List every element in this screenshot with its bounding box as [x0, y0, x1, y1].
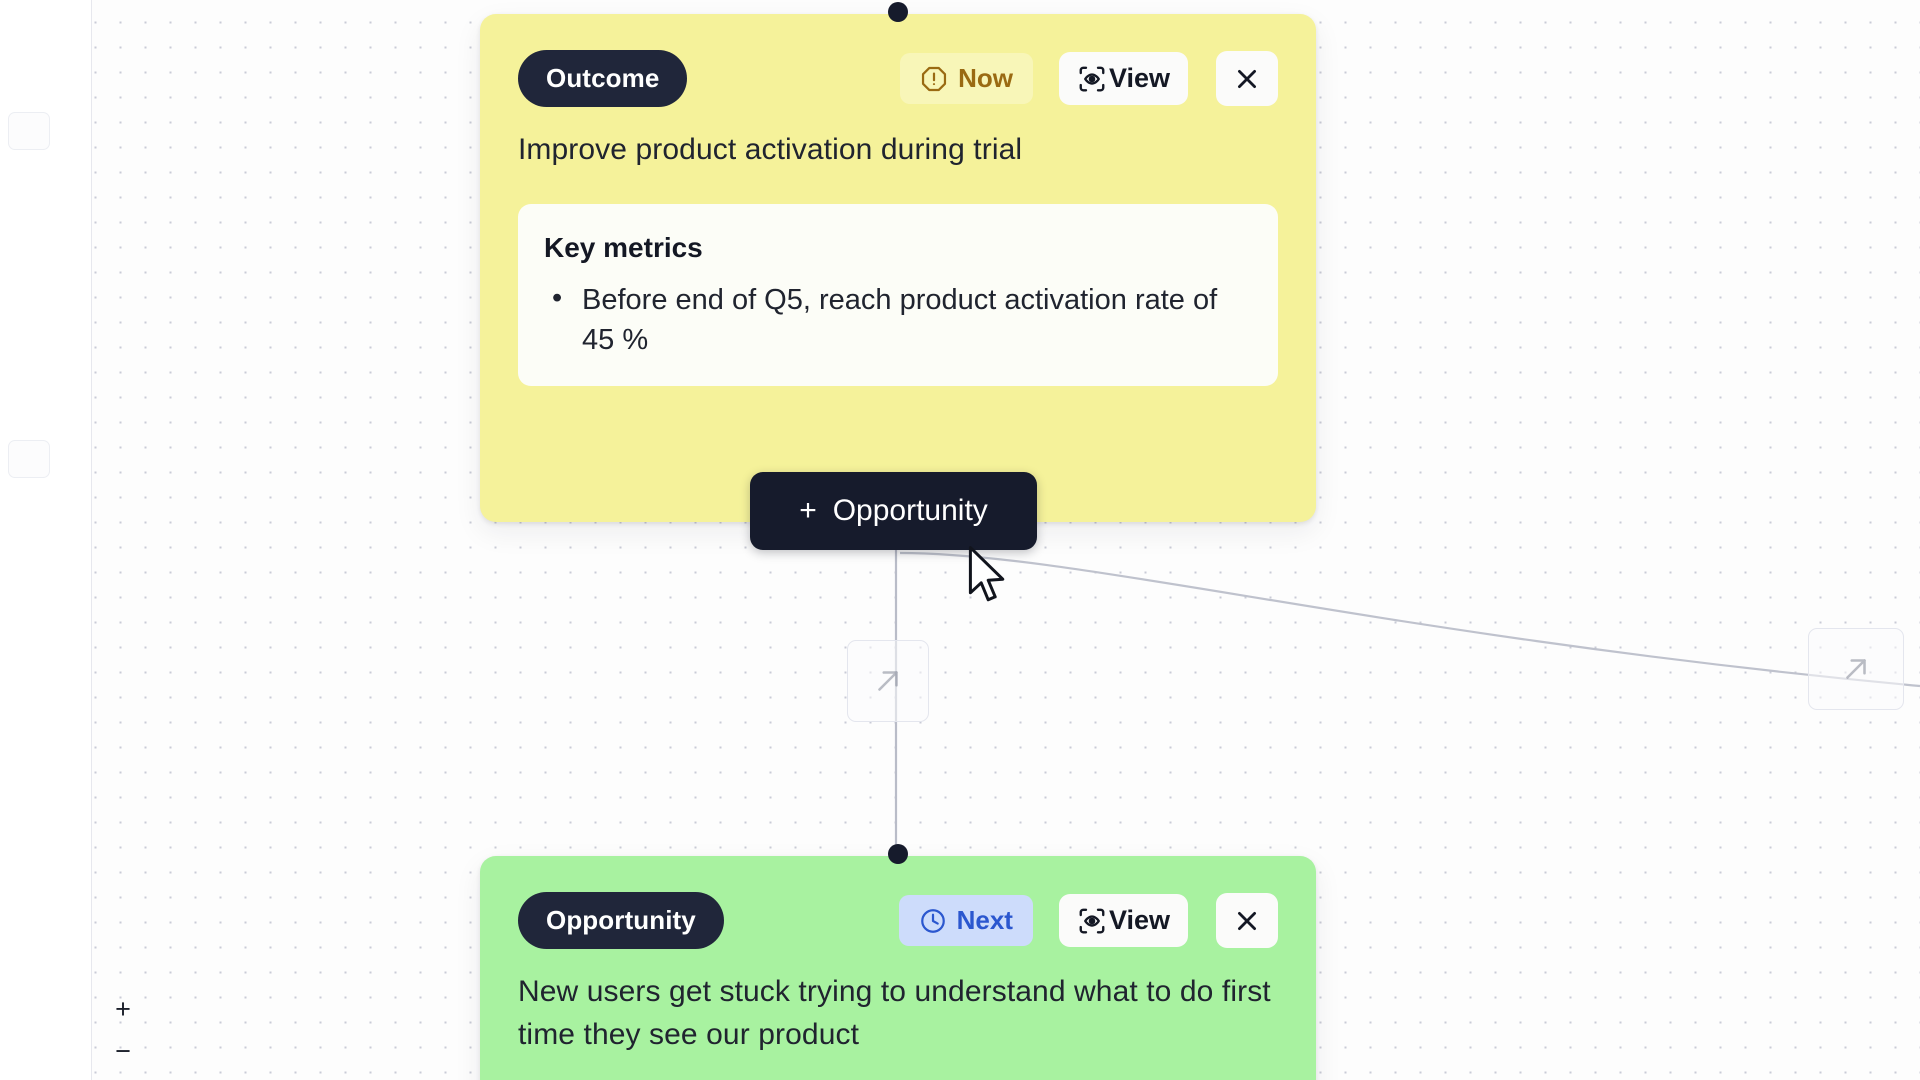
key-metrics-list: Before end of Q5, reach product activati… — [544, 278, 1252, 360]
opportunity-node-card[interactable]: Opportunity Next View — [480, 844, 1316, 1080]
status-badge-next[interactable]: Next — [898, 895, 1033, 946]
node-type-badge-outcome[interactable]: Outcome — [518, 50, 688, 107]
ghost-node-placeholder[interactable] — [847, 640, 929, 722]
key-metric-item: Before end of Q5, reach product activati… — [544, 278, 1252, 360]
outcome-card-title: Improve product activation during trial — [518, 133, 1023, 166]
close-icon — [1238, 69, 1256, 88]
plus-icon: + — [799, 494, 817, 527]
view-button-label: View — [1108, 63, 1170, 93]
node-anchor-dot[interactable] — [888, 844, 908, 864]
view-button-label: View — [1108, 905, 1170, 935]
left-panel-rail — [0, 0, 92, 1080]
status-badge-now[interactable]: Now — [900, 53, 1033, 104]
clock-icon — [920, 908, 945, 933]
arrow-up-right-icon — [1846, 659, 1866, 679]
scan-eye-icon — [1079, 908, 1105, 933]
status-badge-now-label: Now — [958, 63, 1013, 93]
opportunity-card-header: Opportunity Next View — [480, 856, 1316, 949]
close-button-outcome[interactable] — [1216, 51, 1278, 106]
mouse-cursor — [968, 546, 1005, 602]
key-metrics-heading: Key metrics — [544, 231, 703, 263]
rail-placeholder-item[interactable] — [8, 112, 50, 150]
outcome-card-header: Outcome Now View — [480, 14, 1316, 107]
alert-octagon-icon — [921, 66, 947, 91]
key-metrics-panel: Key metrics Before end of Q5, reach prod… — [518, 203, 1278, 386]
opportunity-card-title: New users get stuck trying to understand… — [518, 975, 1271, 1051]
node-anchor-dot[interactable] — [888, 2, 908, 22]
ghost-node-placeholder[interactable] — [1808, 628, 1904, 710]
status-badge-next-label: Next — [956, 905, 1013, 935]
zoom-in-button[interactable]: + — [115, 993, 131, 1024]
view-button-outcome[interactable]: View — [1058, 52, 1188, 105]
arrow-up-right-icon — [878, 671, 898, 691]
scan-eye-icon — [1079, 66, 1105, 91]
close-icon — [1238, 911, 1256, 930]
rail-placeholder-item[interactable] — [8, 440, 50, 478]
close-button-opportunity[interactable] — [1216, 893, 1278, 948]
outcome-node-card[interactable]: Outcome Now View — [480, 2, 1316, 522]
node-type-badge-opportunity[interactable]: Opportunity — [518, 892, 724, 949]
add-opportunity-label: Opportunity — [832, 494, 988, 527]
zoom-controls: + − — [108, 993, 138, 1066]
zoom-out-button[interactable]: − — [115, 1035, 131, 1066]
view-button-opportunity[interactable]: View — [1058, 894, 1188, 947]
add-opportunity-button[interactable]: + Opportunity — [750, 472, 1037, 550]
